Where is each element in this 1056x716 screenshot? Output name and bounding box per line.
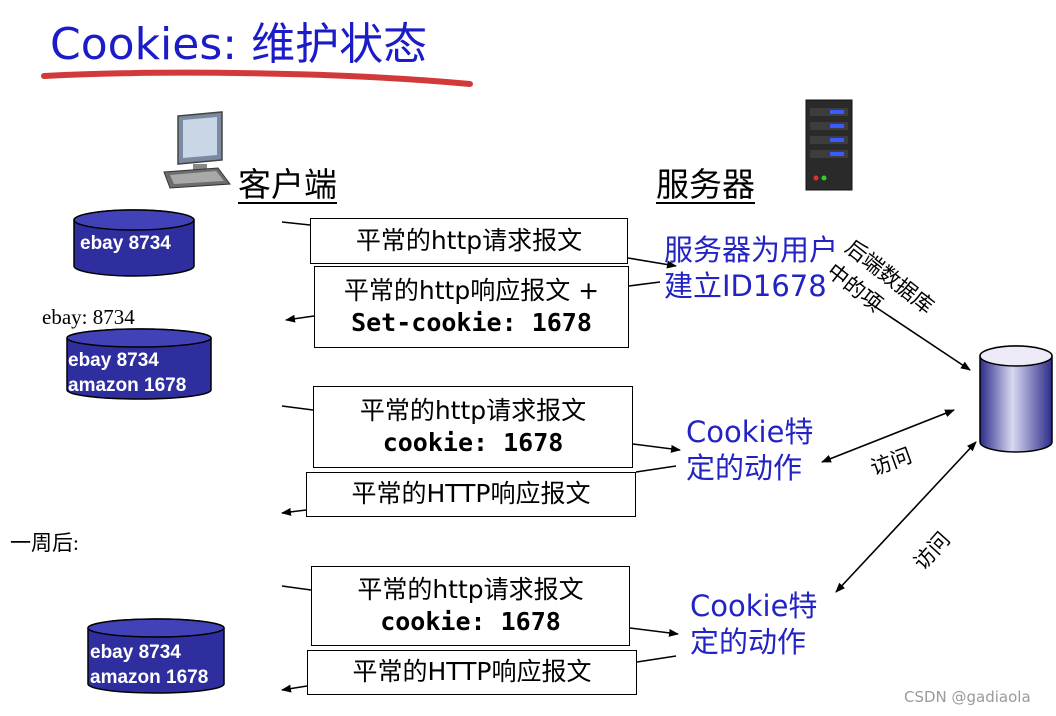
http-response-setcookie-box: 平常的http响应报文 + Set-cookie: 1678 <box>314 266 629 348</box>
ebay-cookie-label: ebay: 8734 <box>42 305 135 329</box>
response-line <box>636 655 677 663</box>
week-later-label: 一周后: <box>10 531 79 555</box>
cookie-file-label: ebay 8734 amazon 1678 <box>68 349 186 398</box>
message-text: 平常的http请求报文 <box>357 574 584 604</box>
cookie-file-cylinder <box>73 209 195 277</box>
message-text: 平常的HTTP响应报文 <box>352 657 592 687</box>
page-title: Cookies: 维护状态 <box>50 19 428 70</box>
http-response-box: 平常的HTTP响应报文 <box>306 472 636 517</box>
message-text: 平常的http响应报文 + <box>343 275 600 305</box>
access-arrow <box>835 441 977 593</box>
message-text: 平常的http请求报文 <box>355 225 583 255</box>
server-create-id-note: 服务器为用户 建立ID1678 <box>664 232 838 305</box>
note-line: 建立ID1678 <box>664 269 827 304</box>
response-line <box>635 465 677 473</box>
http-request-cookie-box-later: 平常的http请求报文 cookie: 1678 <box>311 566 630 646</box>
cookie-entry: amazon 1678 <box>90 666 209 688</box>
request-line <box>281 405 314 411</box>
title-underline <box>41 69 473 87</box>
cookie-entry: amazon 1678 <box>68 374 187 396</box>
cookie-header: cookie: 1678 <box>382 428 564 457</box>
http-request-box: 平常的http请求报文 <box>310 218 628 264</box>
cookie-action-note: Cookie特 定的动作 <box>686 414 813 487</box>
note-line: 服务器为用户 <box>664 233 839 267</box>
cookie-file-label: ebay 8734 amazon 1678 <box>90 641 208 690</box>
response-arrow <box>281 507 307 516</box>
server-icon <box>805 99 853 191</box>
set-cookie-header: Set-cookie: 1678 <box>351 308 592 337</box>
request-arrow <box>632 443 681 453</box>
client-label: 客户端 <box>238 165 337 204</box>
cookie-header: cookie: 1678 <box>380 607 561 636</box>
message-text: 平常的HTTP响应报文 <box>351 479 591 509</box>
http-response-box-later: 平常的HTTP响应报文 <box>307 650 637 695</box>
response-arrow <box>285 314 315 323</box>
cookie-file-label: ebay 8734 <box>80 233 171 254</box>
http-request-cookie-box: 平常的http请求报文 cookie: 1678 <box>313 386 633 468</box>
cookie-entry: ebay 8734 <box>68 350 159 371</box>
request-arrow <box>629 627 679 637</box>
message-text: 平常的http请求报文 <box>359 395 587 425</box>
cookie-file-cylinder <box>66 328 212 400</box>
watermark: CSDN @gadiaola <box>904 688 1031 706</box>
note-line: Cookie特 <box>690 589 818 623</box>
note-line: 定的动作 <box>686 451 803 486</box>
cookie-action-note-later: Cookie特 定的动作 <box>690 588 817 661</box>
cookie-file-cylinder <box>87 618 225 694</box>
request-line <box>281 221 311 226</box>
database-icon <box>979 345 1053 453</box>
request-line <box>281 585 312 591</box>
db-entry-arrow <box>867 301 971 371</box>
response-line <box>628 281 661 287</box>
note-line: 定的动作 <box>690 625 807 660</box>
server-label: 服务器 <box>656 165 755 204</box>
access-arrow <box>821 409 955 463</box>
response-arrow <box>281 684 308 693</box>
note-line: Cookie特 <box>686 415 814 449</box>
cookie-entry: ebay 8734 <box>90 642 181 663</box>
request-arrow <box>627 257 677 269</box>
computer-icon <box>163 111 231 189</box>
